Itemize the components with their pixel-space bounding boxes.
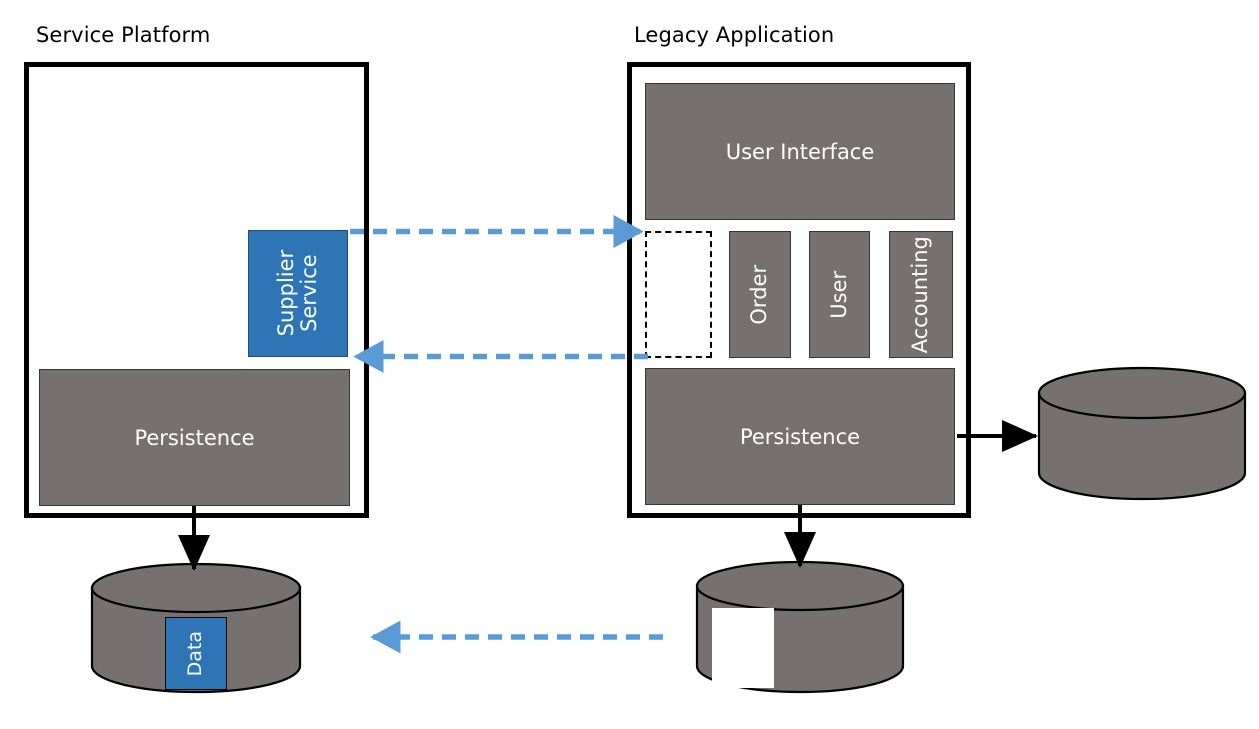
legacy-application-title: Legacy Application: [634, 23, 835, 47]
legacy-right-database-cylinder[interactable]: [1037, 366, 1247, 502]
service-platform-title: Service Platform: [36, 23, 211, 47]
accounting-module-label: Accounting: [908, 235, 933, 354]
supplier-service-label: Supplier Service: [273, 250, 321, 337]
platform-database-data-chip[interactable]: Data: [165, 617, 227, 690]
platform-persistence-box[interactable]: Persistence: [39, 369, 350, 506]
legacy-persistence-label: Persistence: [739, 424, 861, 449]
legacy-database-extracted-chip[interactable]: [712, 608, 774, 688]
supplier-service-box[interactable]: Supplier Service: [248, 230, 348, 357]
accounting-module-box[interactable]: Accounting: [889, 231, 953, 358]
order-module-label: Order: [747, 264, 772, 325]
user-module-box[interactable]: User: [809, 231, 870, 358]
user-interface-box[interactable]: User Interface: [645, 83, 955, 220]
supplier-service-label-line1: Supplier: [273, 250, 298, 337]
user-module-label: User: [826, 270, 851, 319]
extracted-module-slot[interactable]: [645, 231, 712, 358]
platform-persistence-label: Persistence: [134, 425, 255, 450]
platform-database-data-label: Data: [184, 630, 207, 677]
user-interface-label: User Interface: [725, 139, 875, 164]
supplier-service-label-line2: Service: [297, 254, 321, 333]
order-module-box[interactable]: Order: [729, 231, 791, 358]
legacy-persistence-box[interactable]: Persistence: [645, 368, 955, 505]
